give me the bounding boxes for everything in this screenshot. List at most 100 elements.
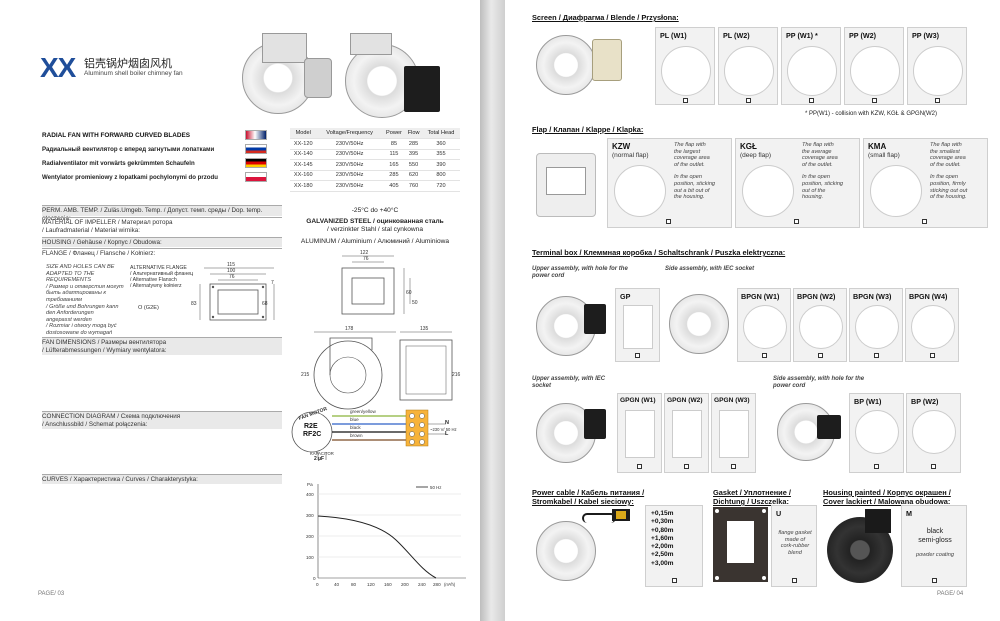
note-line: / Rozmiar i otwory mogą być [46,323,117,330]
paint-header-line-2: Cover lackiert / Malowana obudowa: [823,497,951,506]
flap-sub: (small flap) [868,152,900,159]
checkbox[interactable] [872,98,877,103]
desc-line: coverage area [802,155,838,162]
checkbox[interactable] [637,464,642,469]
impeller-value-2: / verzinkter Stahl / stal cynkowna [326,226,423,233]
desc-line: semi-gloss [918,536,952,544]
checkbox[interactable] [932,578,937,583]
chart-x-unit: (m³/h) [444,582,456,587]
desc-line: blend [788,549,802,556]
cell: 355 [421,149,460,160]
checkbox[interactable] [935,98,940,103]
cell: XX-120 [290,138,317,150]
note-line: ADAPTED TO THE [46,270,95,277]
checkbox[interactable] [672,578,677,583]
page-number-right: PAGE/ 04 [937,591,964,597]
terminal-option-bp-w1: BP (W1) [849,393,904,473]
checkbox[interactable] [874,464,879,469]
desc-line: housing. [802,194,824,201]
checkbox[interactable] [874,353,879,358]
chart-y-unit: Pa [307,482,313,487]
checkbox[interactable] [731,464,736,469]
cell: 230V/50Hz [316,180,383,192]
cable-length-item[interactable]: +1,60m [651,534,674,542]
screen-thumbnail [724,46,774,96]
checkbox[interactable] [792,578,797,583]
cell: 230V/50Hz [316,149,383,160]
cell: 390 [421,159,460,171]
cell: 550 [405,159,422,171]
option-label: PP (W1) * [786,31,818,40]
flange-label-text: FLANGE / Фланец / Flansche / Kołnierz: [42,250,156,257]
option-label: PP (W2) [849,31,877,40]
desc-en: RADIAL FAN WITH FORWARD CURVED BLADES [42,132,191,139]
desc-line: The flap with [930,142,962,148]
dim-135: 135 [420,326,429,332]
chart-y-tick: 200 [306,534,314,539]
screen-photo [532,27,627,102]
side-cord-label: Side assembly, with hole for the power c… [773,376,865,389]
terminal-thumbnail [855,305,899,349]
checkbox[interactable] [818,353,823,358]
capacitor-value: 2 µF [314,456,325,462]
paint-header-line-1: Housing painted / Корпус окрашен / [823,488,951,497]
checkbox[interactable] [683,98,688,103]
russia-flag-icon [245,144,267,154]
checkbox[interactable] [794,219,799,224]
chart-x-tick: 80 [351,582,357,587]
housing-label: HOUSING / Gehäuse / Корпус / Obudowa: [42,237,282,247]
cable-length-item[interactable]: +2,00m [651,543,674,551]
note-line: / Größe und Bohrungen kann [46,303,119,310]
paint-note: powder coating [916,552,954,558]
note-line: dostosowane do wymagań [46,329,113,336]
screen-thumbnail [913,46,963,96]
germany-flag-icon [245,158,267,168]
motor-code-rf2c: RF2C [303,431,322,438]
checkbox[interactable] [809,98,814,103]
flap-code: KGŁ [740,142,757,151]
checkbox[interactable] [666,219,671,224]
dim-68: 68 [262,301,268,307]
motor-code-r2e: R2E [304,423,318,430]
checkbox[interactable] [684,464,689,469]
cable-length-item[interactable]: +0,30m [651,518,674,526]
cable-length-item[interactable]: +3,00m [651,559,674,567]
flap-code: KMA [868,142,887,151]
checkbox[interactable] [762,353,767,358]
checkbox[interactable] [746,98,751,103]
alt-flange-line: / Alternative Flansch [130,277,177,283]
spec-table-header: Model Voltage/Frequency Power Flow Total… [290,128,460,139]
flap-option-kzw: KZW (normal flap) The flap with the larg… [607,138,732,228]
checkbox[interactable] [930,353,935,358]
checkbox[interactable] [922,219,927,224]
title-chinese: 铝壳锅炉烟囱风机 [84,58,172,70]
checkbox[interactable] [931,464,936,469]
flange-label: FLANGE / Фланец / Flansche / Kołnierz: [42,248,282,258]
model-code: XX [40,52,76,83]
cable-length-item[interactable]: +2,50m [651,551,674,559]
cell: 85 [382,138,406,150]
cable-length-item[interactable]: +0,15m [651,510,674,517]
spec-table: Model Voltage/Frequency Power Flow Total… [290,128,460,192]
dim-100: 100 [227,268,236,274]
poland-flag-icon [245,172,267,182]
desc-line: black [926,528,944,535]
desc-line: In the open [674,174,702,181]
cable-length-item[interactable]: +0,80m [651,526,674,534]
cable-header-line-2: Stromkabel / Kabel sieciowy: [532,497,634,506]
terminal-option-bpgn-w1: BPGN (W1) [737,288,791,362]
perm-temp-label-text: PERM. AMB. TEMP. / Zuläs.Umgeb. Temp. / … [42,207,263,222]
desc-line: The flap with [802,142,834,148]
checkbox[interactable] [635,353,640,358]
fan-dims-label-line-1: FAN DIMENSIONS / Размеры вентилятора [42,339,167,346]
dim-60: 60 [406,290,412,296]
desc-pl: Wentylator promieniowy z łopatkami pochy… [42,174,218,181]
terminal-thumbnail [855,410,899,454]
screen-thumbnail [850,46,900,96]
flap-thumbnail [870,165,922,217]
chart-x-tick: 40 [334,582,340,587]
note-line: REQUIREMENTS [46,277,92,284]
terminal-option-gpgn-w3: GPGN (W3) [711,393,756,473]
